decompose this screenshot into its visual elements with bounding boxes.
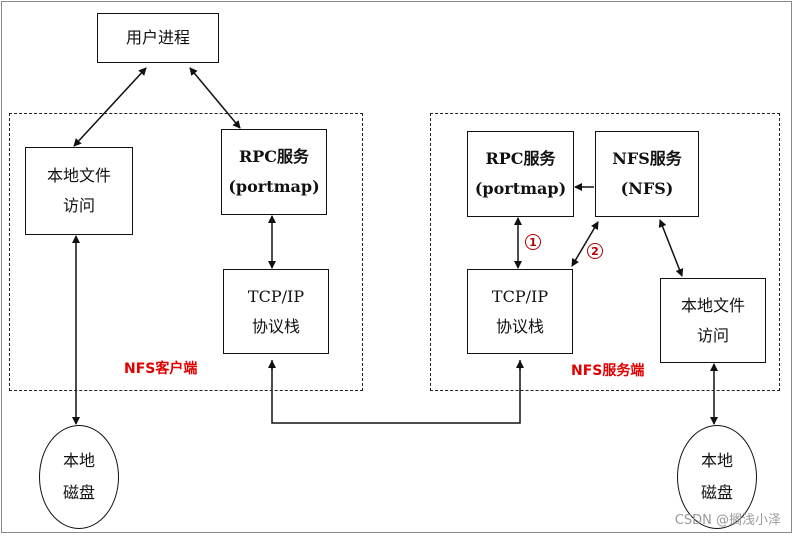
server-tcpip-line1: TCP/IP	[491, 286, 549, 306]
user-process-box: 用户进程	[97, 13, 219, 63]
server-nfs-line1: NFS服务	[612, 149, 682, 168]
client-tcpip-box: TCP/IP 协议栈	[223, 269, 329, 354]
client-rpc-box: RPC服务 (portmap)	[221, 129, 327, 215]
client-zone-label: NFS客户端	[124, 361, 198, 377]
client-zone	[9, 113, 363, 391]
client-rpc-line1: RPC服务	[238, 147, 310, 166]
step-2-badge: 2	[587, 243, 603, 259]
arrow-user-to-client-rpc	[189, 67, 241, 129]
server-local-file-access-box: 本地文件 访问	[660, 278, 766, 363]
client-local-file-access-box: 本地文件 访问	[25, 147, 133, 235]
server-local-disk: 本地 磁盘	[677, 425, 757, 529]
server-disk-line2: 磁盘	[700, 483, 733, 502]
user-process-label: 用户进程	[125, 28, 190, 47]
server-rpc-line2: (portmap)	[474, 179, 567, 198]
server-disk-line1: 本地	[700, 451, 733, 470]
server-tcpip-line2: 协议栈	[495, 316, 544, 336]
server-rpc-box: RPC服务 (portmap)	[467, 131, 574, 217]
watermark: CSDN @搁浅小泽	[674, 513, 781, 528]
arrow-nfs-to-server-access	[658, 219, 684, 277]
server-local-file-access-line1: 本地文件	[680, 295, 745, 315]
server-zone-label: NFS服务端	[571, 363, 645, 379]
client-rpc-line2: (portmap)	[228, 177, 320, 196]
server-rpc-line1: RPC服务	[485, 149, 556, 168]
server-nfs-line2: (NFS)	[620, 179, 674, 198]
client-local-file-access-line2: 访问	[62, 196, 95, 215]
client-tcpip-line1: TCP/IP	[247, 286, 305, 306]
server-nfs-box: NFS服务 (NFS)	[595, 131, 699, 217]
step-1-badge: 1	[525, 234, 541, 250]
server-zone	[430, 113, 780, 391]
client-disk-line2: 磁盘	[62, 483, 95, 502]
server-local-file-access-line2: 访问	[696, 325, 729, 345]
arrow-nfs-to-tcpip	[571, 221, 599, 267]
client-disk-line1: 本地	[62, 451, 95, 470]
arrow-user-to-local-access	[73, 67, 147, 147]
client-tcpip-line2: 协议栈	[251, 316, 300, 336]
network-link	[271, 360, 521, 424]
client-local-file-access-line1: 本地文件	[46, 166, 111, 185]
server-tcpip-box: TCP/IP 协议栈	[467, 269, 573, 354]
client-local-disk: 本地 磁盘	[39, 425, 119, 529]
